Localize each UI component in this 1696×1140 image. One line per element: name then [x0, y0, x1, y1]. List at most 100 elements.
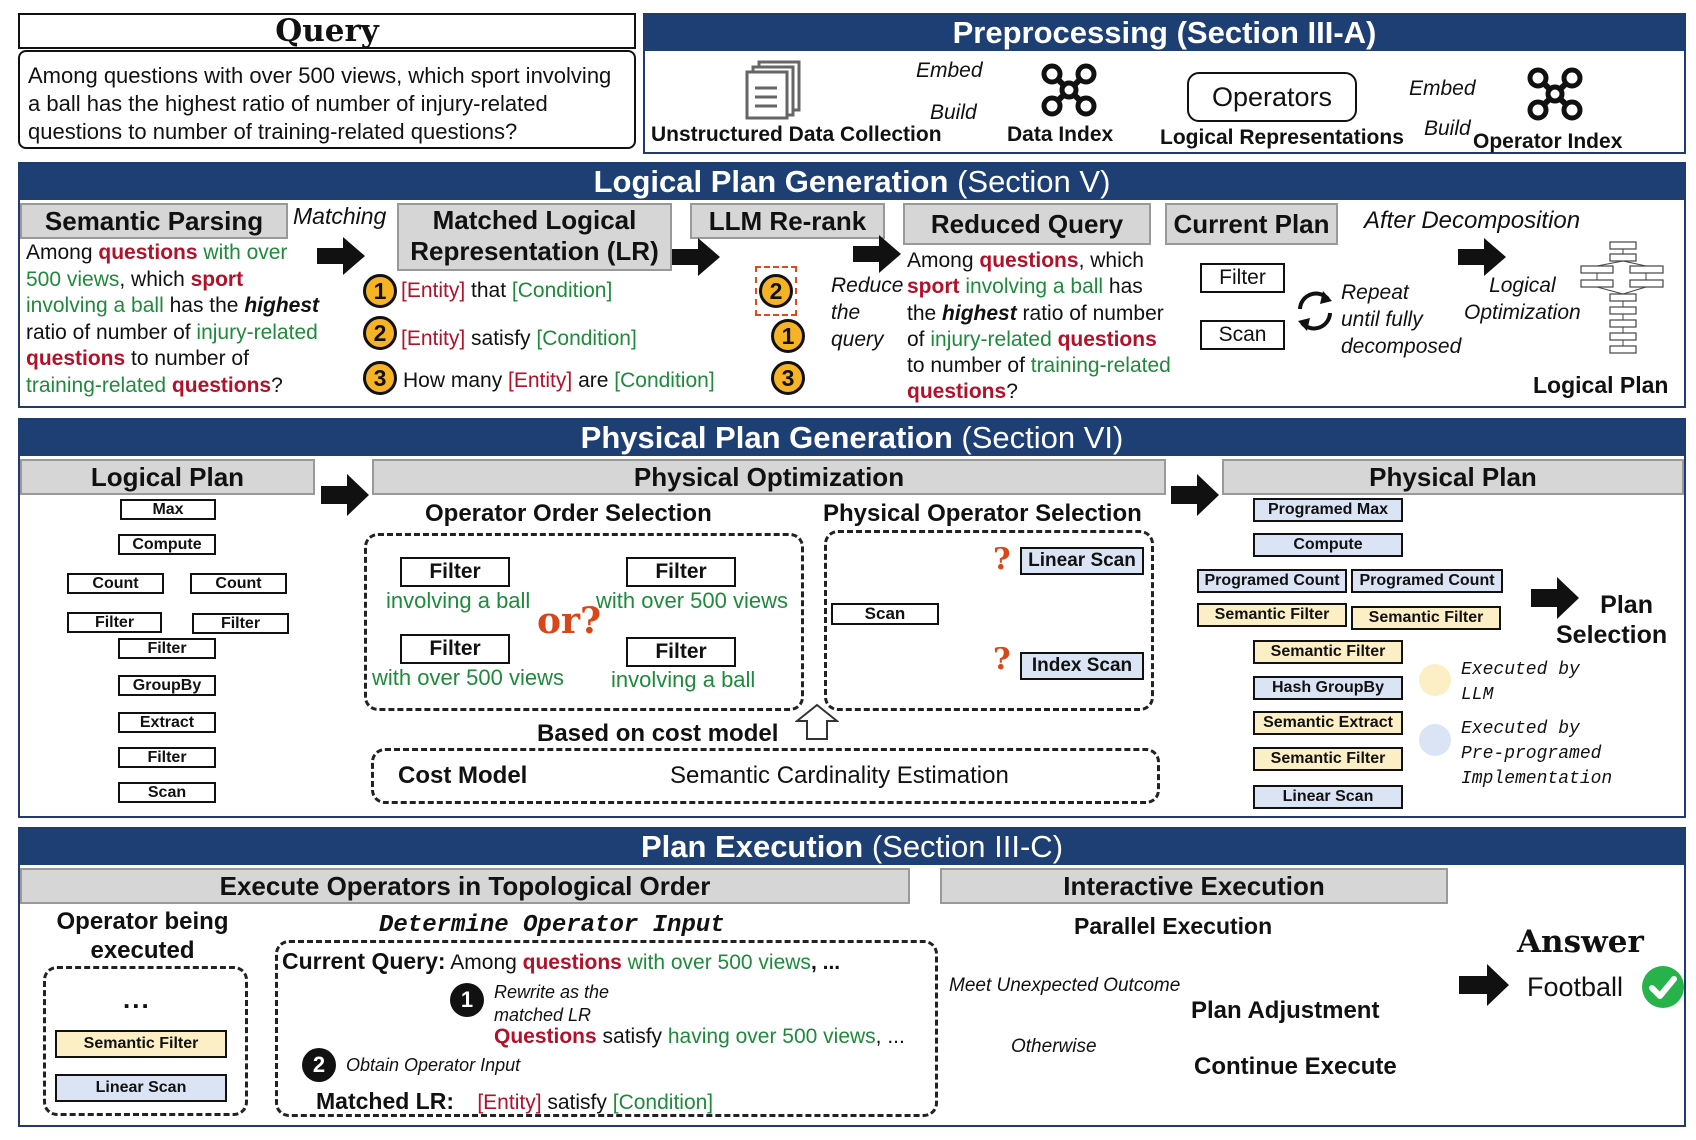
based-on-cost-label: Based on cost model: [537, 720, 779, 747]
preprocessing-title: Preprocessing (Section III-A): [645, 15, 1684, 51]
legend-pre-swatch: [1419, 724, 1451, 756]
exec-linear-scan: Linear Scan: [55, 1074, 227, 1102]
block-arrow-2: [672, 238, 720, 281]
step-number-2: 2: [302, 1048, 336, 1082]
oo-cond-d: involving a ball: [611, 667, 756, 692]
parallel-exec-label: Parallel Execution: [1074, 913, 1273, 939]
operator-order-dashed-box: [364, 533, 804, 711]
query-title: Query: [275, 13, 379, 49]
legend-llm-swatch: [1419, 664, 1451, 696]
lp-compute: Compute: [118, 534, 216, 555]
obtain-input-label: Obtain Operator Input: [346, 1055, 521, 1075]
query-box: Among questions with over 500 views, whi…: [18, 50, 636, 149]
index-graph-icon: [1040, 62, 1098, 118]
logical-plan-title: Logical Plan Generation (Section V): [20, 164, 1684, 200]
rerank-number-3: 3: [771, 361, 805, 395]
exec-semantic-filter: Semantic Filter: [55, 1030, 227, 1058]
reduced-query-text: Among questions, which sport involving a…: [907, 249, 1171, 404]
current-plan-header: Current Plan: [1165, 203, 1338, 245]
oo-cond-a: involving a ball: [386, 588, 531, 613]
pos-index-scan: Index Scan: [1020, 652, 1144, 680]
block-arrow-7: [1531, 577, 1579, 624]
pp-programed-max: Programed Max: [1253, 498, 1403, 522]
operators-box: Operators: [1187, 72, 1357, 122]
physical-plan-header: Physical Plan: [1222, 459, 1684, 495]
lp-count-2: Count: [190, 573, 287, 594]
lp-max: Max: [120, 499, 216, 520]
pos-question-1: ?: [993, 542, 1011, 577]
lp-filter-2: Filter: [192, 613, 289, 634]
determine-dashed-box: [275, 940, 938, 1117]
query-text: Among questions with over 500 views, whi…: [28, 63, 612, 144]
football-label: Football: [1527, 972, 1624, 1002]
cost-model-label: Cost Model: [398, 762, 528, 789]
rerank-number-1: 1: [771, 319, 805, 353]
topo-order-header: Execute Operators in Topological Order: [20, 868, 910, 904]
continue-execute-label: Continue Execute: [1194, 1053, 1397, 1080]
operator-order-label: Operator Order Selection: [425, 500, 712, 527]
current-plan-scan: Scan: [1200, 320, 1285, 350]
lr-text-3: How many [Entity] are [Condition]: [403, 369, 715, 392]
physical-operator-dashed-box: [824, 530, 1154, 711]
lp-filter-4: Filter: [118, 747, 216, 768]
rerank-number-2: 2: [759, 274, 793, 308]
block-arrow-1: [317, 237, 365, 280]
pp-programed-count-1: Programed Count: [1197, 569, 1347, 593]
lp-filter-3: Filter: [118, 638, 216, 659]
lp-scan: Scan: [118, 782, 216, 803]
ellipsis-label: ...: [123, 984, 151, 1014]
logical-plan-tree-icon: [1578, 240, 1666, 358]
operator-index-icon: [1526, 66, 1584, 122]
pp-semantic-filter-3: Semantic Filter: [1253, 640, 1403, 664]
oo-filter-b: Filter: [400, 634, 510, 664]
reduced-query-header: Reduced Query: [903, 203, 1151, 245]
pp-compute: Compute: [1253, 533, 1403, 557]
pp-semantic-filter-1: Semantic Filter: [1197, 603, 1347, 627]
physical-optimization-header: Physical Optimization: [372, 459, 1166, 495]
oo-filter-a: Filter: [400, 557, 510, 587]
lp-groupby: GroupBy: [118, 675, 216, 696]
repeat-cycle-icon: [1290, 287, 1340, 335]
operator-index-label: Operator Index: [1473, 130, 1623, 153]
document-stack-icon: [745, 60, 803, 120]
plan-execution-title: Plan Execution (Section III-C): [20, 829, 1684, 865]
rerank-selected-box: [755, 266, 797, 316]
pp-hash-groupby: Hash GroupBy: [1253, 676, 1403, 700]
pp-semantic-extract: Semantic Extract: [1253, 711, 1403, 735]
otherwise-label: Otherwise: [1011, 1036, 1097, 1057]
pos-linear-scan: Linear Scan: [1020, 547, 1144, 575]
lp-count-1: Count: [67, 573, 164, 594]
logical-reps-label: Logical Representations: [1160, 126, 1404, 149]
oo-filter-d: Filter: [626, 637, 736, 667]
lp-filter-1: Filter: [67, 612, 162, 633]
lr-text-1: [Entity] that [Condition]: [401, 279, 613, 302]
data-index-label: Data Index: [1007, 123, 1114, 146]
logical-plan-header: Logical Plan: [20, 459, 315, 495]
semantic-parsing-header: Semantic Parsing: [20, 203, 288, 239]
pp-semantic-filter-2: Semantic Filter: [1351, 606, 1501, 630]
interactive-exec-header: Interactive Execution: [940, 868, 1448, 904]
lr-number-1: 1: [363, 274, 397, 308]
operators-label: Operators: [1211, 82, 1333, 112]
rewritten-query-line: Questions satisfy having over 500 views,…: [494, 1025, 905, 1048]
embed-label-1: Embed: [916, 59, 983, 82]
build-label-1: Build: [930, 101, 977, 124]
block-arrow-5: [321, 474, 369, 521]
determine-input-label: Determine Operator Input: [379, 912, 725, 939]
logical-plan-label: Logical Plan: [1533, 372, 1669, 398]
lp-extract: Extract: [118, 712, 216, 733]
block-arrow-6: [1171, 474, 1219, 521]
plan-adjustment-label: Plan Adjustment: [1191, 997, 1380, 1024]
oo-cond-b: with over 500 views: [372, 665, 564, 690]
check-icon: [1641, 965, 1685, 1009]
current-plan-filter: Filter: [1200, 263, 1285, 293]
query-title-box: Query: [18, 13, 636, 49]
